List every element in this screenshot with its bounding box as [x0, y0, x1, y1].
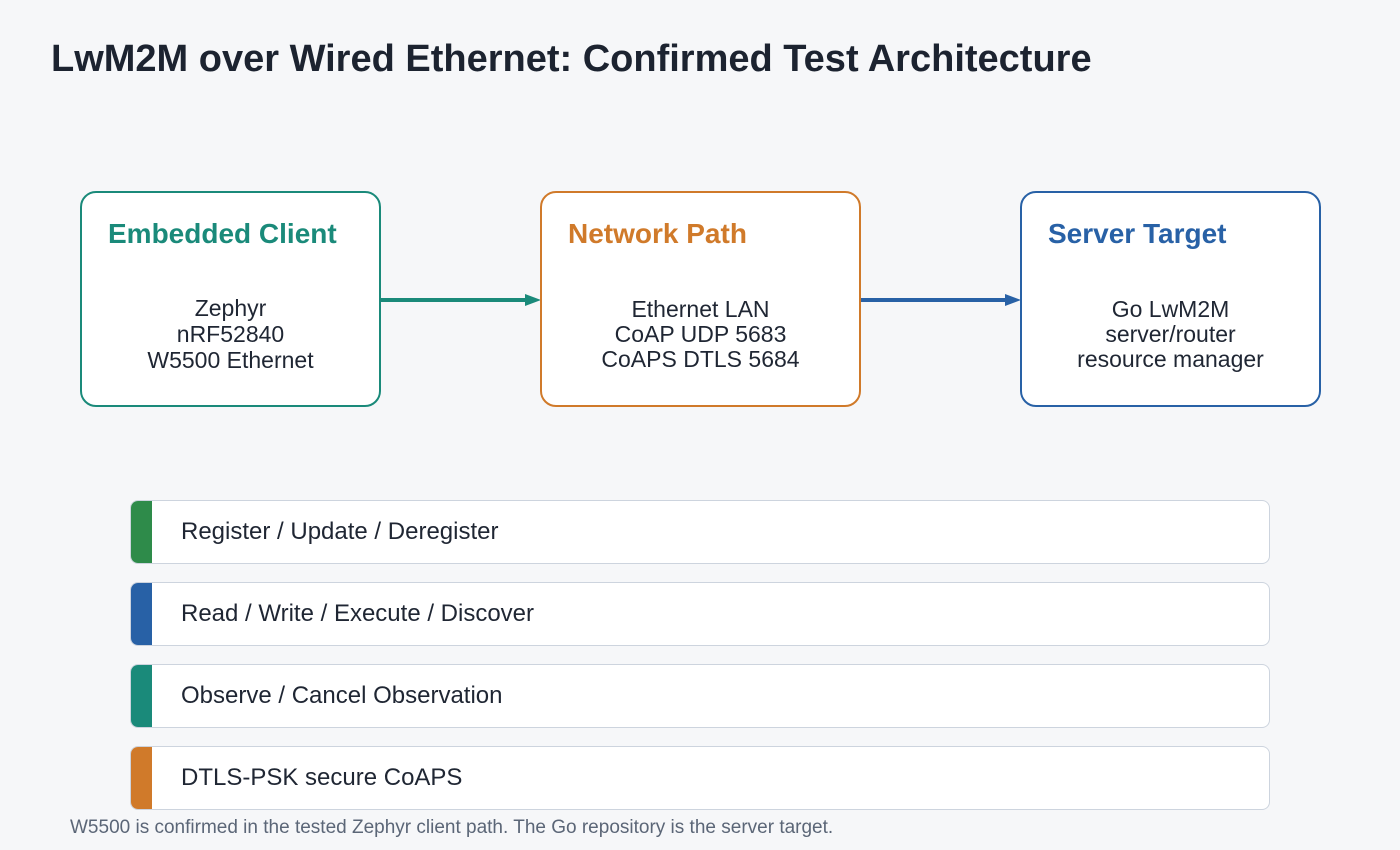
capability-accent-bar [131, 747, 152, 809]
capability-label: Observe / Cancel Observation [181, 682, 503, 709]
client-line-os: Zephyr [194, 295, 267, 321]
network-line-coap: CoAP UDP 5683 [614, 321, 787, 347]
capability-dtls: DTLS-PSK secure CoAPS [130, 746, 1270, 810]
client-line-mcu: nRF52840 [176, 321, 285, 347]
network-to-server-arrow [861, 294, 1021, 306]
network-line-coaps: CoAPS DTLS 5684 [601, 346, 800, 372]
server-line-router: server/router [1105, 321, 1236, 347]
server-target-details: Go LwM2M server/router resource manager [1022, 297, 1319, 372]
capability-label: DTLS-PSK secure CoAPS [181, 764, 463, 791]
capability-accent-bar [131, 665, 152, 727]
capability-read-write: Read / Write / Execute / Discover [130, 582, 1270, 646]
footnote: W5500 is confirmed in the tested Zephyr … [70, 817, 834, 838]
capability-label: Read / Write / Execute / Discover [181, 600, 535, 627]
capability-observe: Observe / Cancel Observation [130, 664, 1270, 728]
capability-accent-bar [131, 583, 152, 645]
embedded-client-box: Embedded Client Zephyr nRF52840 W5500 Et… [80, 191, 381, 407]
capability-register: Register / Update / Deregister [130, 500, 1270, 564]
embedded-client-details: Zephyr nRF52840 W5500 Ethernet [82, 295, 379, 373]
server-line-resource: resource manager [1077, 346, 1264, 372]
server-target-title: Server Target [1048, 218, 1227, 249]
server-target-box: Server Target Go LwM2M server/router res… [1020, 191, 1321, 407]
network-path-title: Network Path [568, 218, 747, 249]
network-path-box: Network Path Ethernet LAN CoAP UDP 5683 … [540, 191, 861, 407]
client-to-network-arrow [381, 294, 541, 306]
capability-accent-bar [131, 501, 152, 563]
client-line-ethernet: W5500 Ethernet [147, 347, 314, 373]
page-title: LwM2M over Wired Ethernet: Confirmed Tes… [51, 38, 1092, 80]
embedded-client-title: Embedded Client [108, 218, 337, 249]
capability-label: Register / Update / Deregister [181, 518, 499, 545]
server-line-go: Go LwM2M [1111, 296, 1230, 322]
network-path-details: Ethernet LAN CoAP UDP 5683 CoAPS DTLS 56… [542, 297, 859, 372]
network-line-lan: Ethernet LAN [631, 296, 770, 322]
